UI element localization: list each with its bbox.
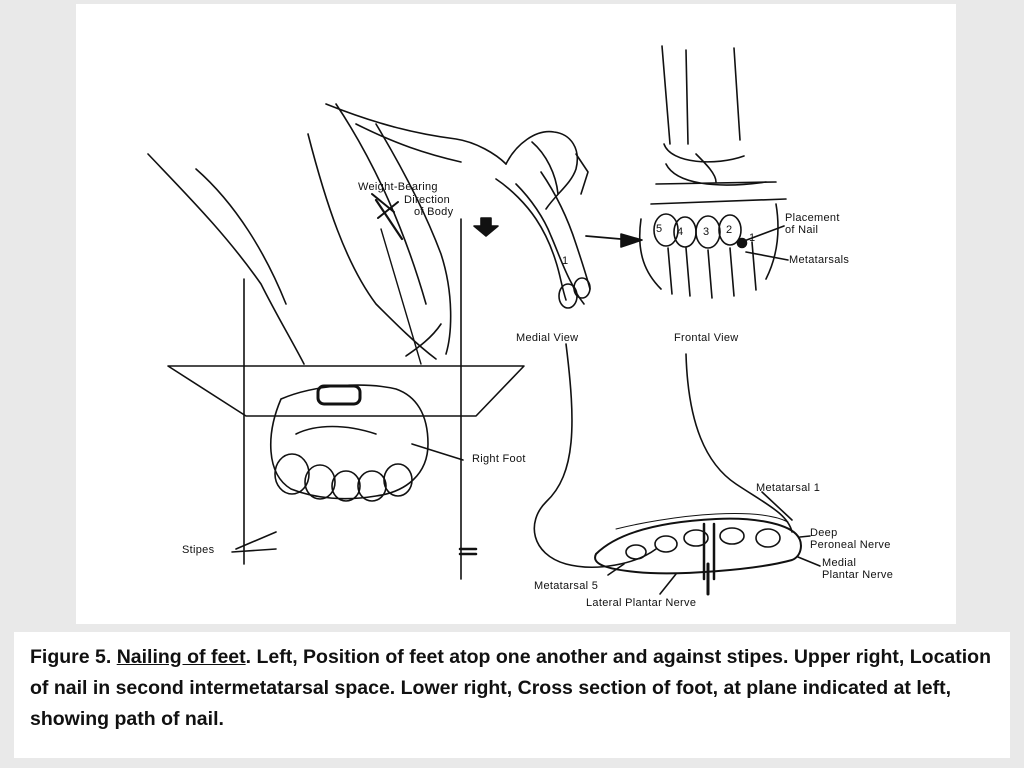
- frontal-view-skeleton: [638, 45, 787, 299]
- metatarsal-1-label: Metatarsal 1: [756, 482, 821, 494]
- lateral-plantar-nerve-label: Lateral Plantar Nerve: [586, 597, 697, 609]
- nail-shaft: [374, 198, 404, 241]
- medial-view-skeleton: [325, 103, 591, 309]
- weight-bearing-label: Weight-Bearing: [358, 181, 438, 193]
- of-body-label: of Body: [414, 206, 454, 218]
- left-legs-drawing: [147, 103, 452, 365]
- foot-rest-plank: [167, 365, 525, 417]
- medial-label: Medial: [822, 557, 857, 569]
- cross-section-drawing: [533, 343, 802, 596]
- placement-label: Placement: [785, 212, 840, 224]
- direction-label: Direction: [404, 194, 451, 206]
- caption-title: Nailing of feet: [116, 646, 246, 668]
- frontal-view-label: Frontal View: [674, 332, 739, 344]
- right-foot-drawing: [269, 384, 429, 502]
- metatarsals-label: Metatarsals: [789, 254, 850, 266]
- metatarsal-number-1: 1: [749, 232, 756, 244]
- metatarsal-number-4: 4: [677, 226, 684, 238]
- caption-lead: Figure 5.: [30, 646, 112, 668]
- right-foot-label: Right Foot: [472, 453, 526, 465]
- stipes-label: Stipes: [182, 544, 215, 556]
- metatarsal-number-5: 5: [656, 223, 663, 235]
- nailing-of-feet-drawing: [147, 45, 821, 596]
- medial-metatarsal-number-1: 1: [562, 255, 569, 267]
- metatarsal-5-label: Metatarsal 5: [534, 580, 599, 592]
- figure-illustration: Weight-Bearing Direction of Body Medial …: [76, 4, 956, 624]
- metatarsal-number-2: 2: [726, 224, 733, 236]
- weight-arrow: [473, 217, 499, 237]
- caption-body: . Left, Position of feet atop one anothe…: [30, 646, 992, 730]
- plantar-nerve-label: Plantar Nerve: [822, 569, 894, 581]
- of-nail-label: of Nail: [785, 224, 819, 236]
- peroneal-nerve-label: Peroneal Nerve: [810, 539, 891, 551]
- caption-box: Figure 5. Nailing of feet. Left, Positio…: [14, 632, 1010, 758]
- medial-view-label: Medial View: [516, 332, 579, 344]
- metatarsal-number-3: 3: [703, 226, 710, 238]
- figure-caption: Figure 5. Nailing of feet. Left, Positio…: [30, 642, 1000, 735]
- deep-label: Deep: [810, 527, 838, 539]
